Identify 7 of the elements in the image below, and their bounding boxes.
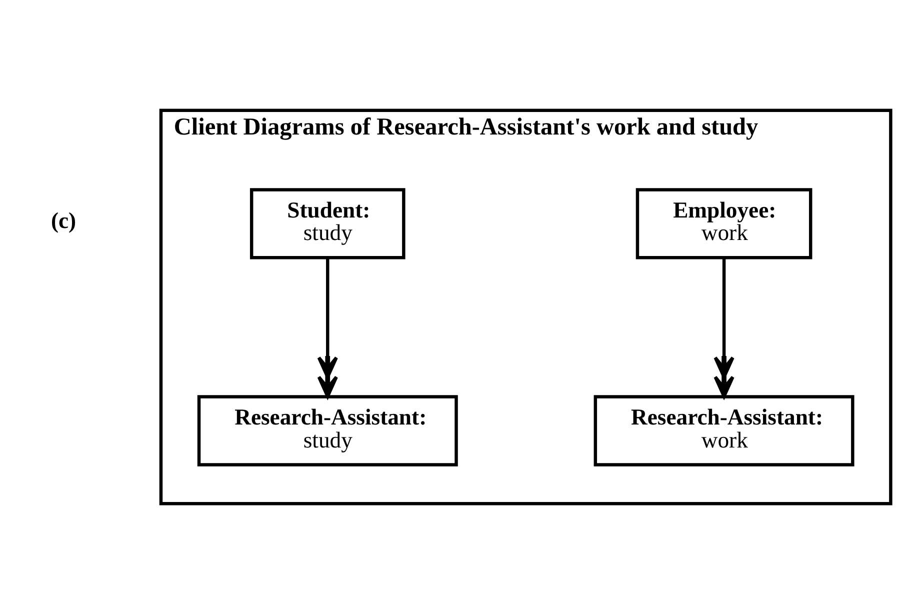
label: (c) <box>50 208 76 233</box>
node-box: Research-Assistant: work <box>594 394 854 466</box>
node-box: Research-Assistant: study <box>197 394 458 466</box>
node-box: Student: study <box>250 188 406 259</box>
node-box: Employee: work <box>636 188 812 259</box>
arrow <box>714 258 734 398</box>
arrow <box>317 258 338 398</box>
